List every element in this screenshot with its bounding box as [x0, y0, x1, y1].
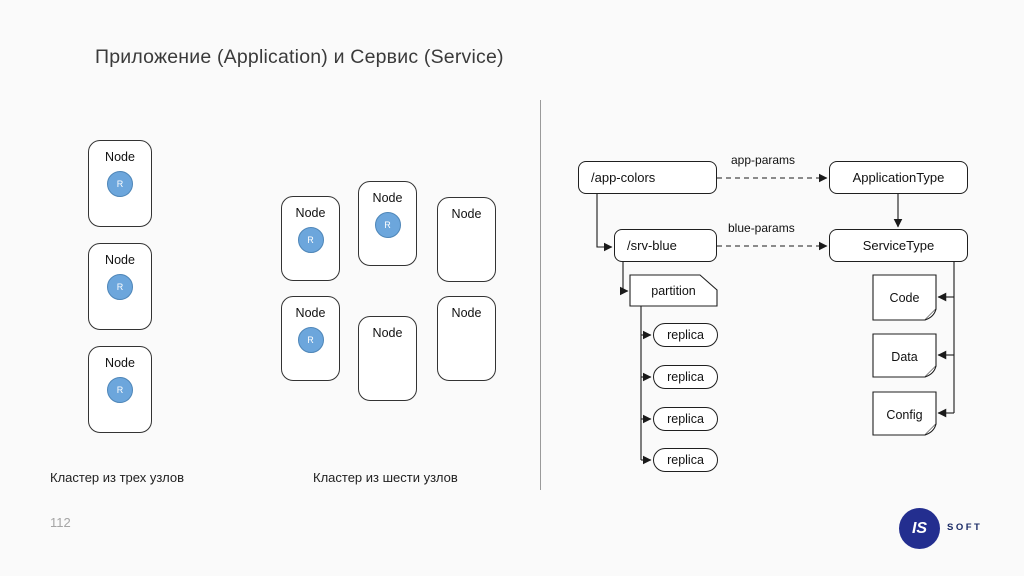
node-label: Node — [372, 326, 403, 340]
replica-node: replica — [653, 448, 718, 472]
node-box: Node — [358, 316, 417, 401]
replica-badge: R — [107, 274, 133, 300]
node-label: Node — [451, 306, 482, 320]
node-label: Node — [295, 206, 326, 220]
node-box: Node — [437, 296, 496, 381]
replica-badge: R — [374, 212, 401, 238]
vertical-divider — [540, 100, 541, 490]
node-srv-blue: /srv-blue — [614, 229, 717, 262]
node-label: Node — [451, 207, 482, 221]
node-box: Node R — [88, 346, 152, 433]
node-service-type: ServiceType — [829, 229, 968, 262]
node-application-type: ApplicationType — [829, 161, 968, 194]
page-number: 112 — [50, 515, 71, 530]
edge-srv-to-partition — [619, 262, 629, 296]
node-label: Node — [105, 356, 135, 370]
node-box: Node R — [88, 140, 152, 227]
node-label: Node — [295, 306, 326, 320]
node-label: Node — [105, 150, 135, 164]
replica-node: replica — [653, 407, 718, 431]
node-label: Node — [372, 191, 403, 205]
logo-brand-text: SOFT — [947, 522, 983, 533]
replica-badge: R — [107, 377, 133, 403]
node-box: Node R — [88, 243, 152, 330]
edge-label-blue-params: blue-params — [728, 221, 795, 235]
cluster6-caption: Кластер из шести узлов — [313, 470, 458, 485]
slide-title: Приложение (Application) и Сервис (Servi… — [95, 46, 504, 68]
node-label: Node — [105, 253, 135, 267]
node-box: Node R — [281, 196, 340, 281]
is-soft-logo-icon: IS — [899, 508, 940, 549]
artifact-code-label: Code — [889, 290, 920, 305]
node-app-colors: /app-colors — [578, 161, 717, 194]
artifact-config-label: Config — [886, 407, 923, 422]
replica-badge: R — [107, 171, 133, 197]
replica-node: replica — [653, 365, 718, 389]
artifact-data-label: Data — [891, 349, 918, 364]
partition-label: partition — [651, 283, 696, 298]
replica-node: replica — [653, 323, 718, 347]
replica-badge: R — [297, 227, 324, 253]
node-box: Node — [437, 197, 496, 282]
edge-label-app-params: app-params — [731, 153, 796, 167]
cluster3-caption: Кластер из трех узлов — [50, 470, 185, 485]
node-box: Node R — [281, 296, 340, 381]
edge-app-to-srv — [596, 194, 613, 252]
node-box: Node R — [358, 181, 417, 266]
replica-badge: R — [297, 327, 324, 353]
